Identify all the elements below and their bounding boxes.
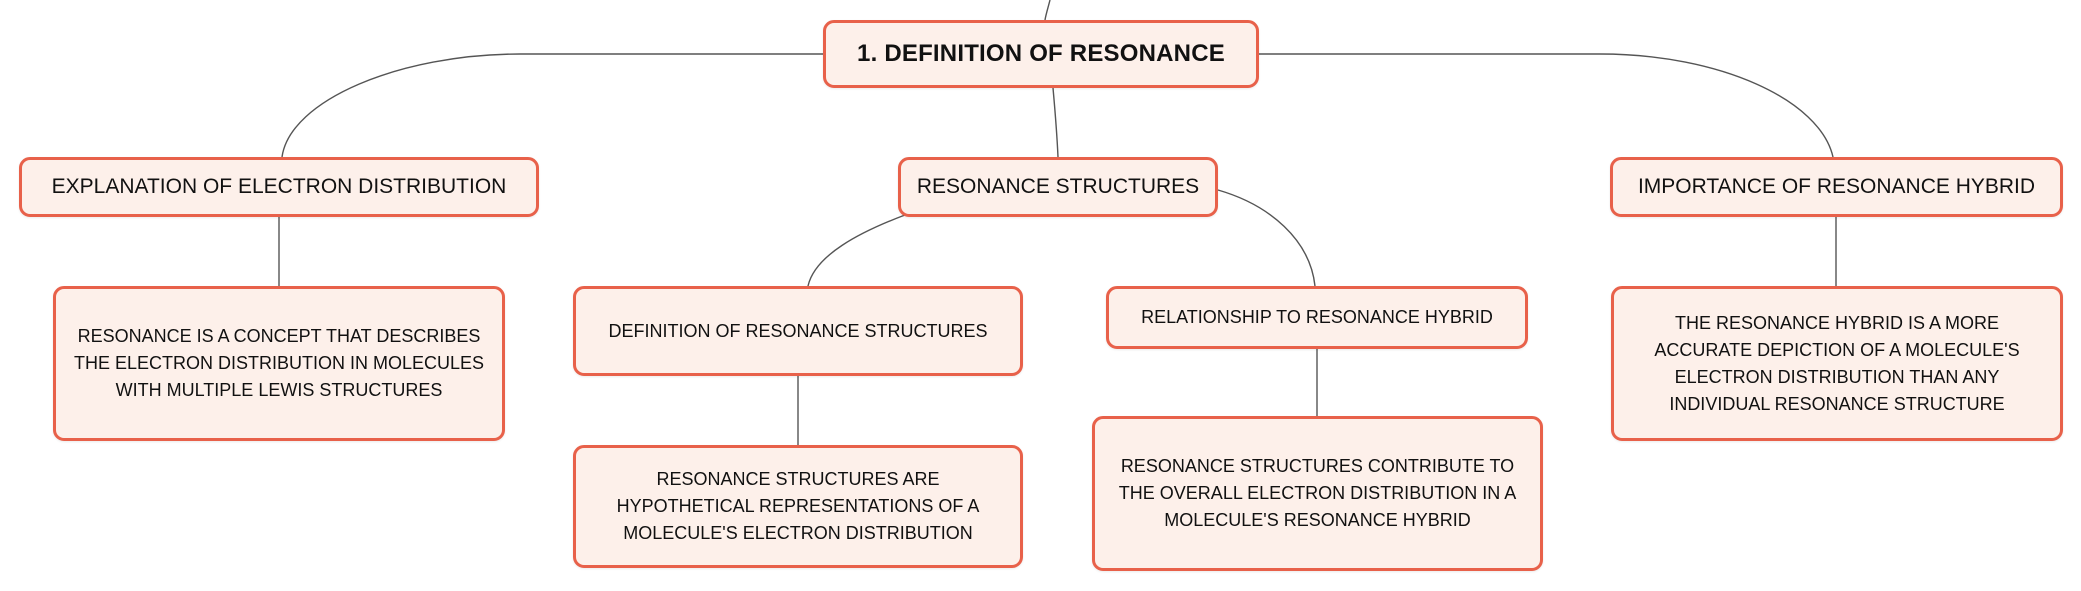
node-definition-of-resonance-structures[interactable]: DEFINITION OF RESONANCE STRUCTURES [573,286,1023,376]
node-label: RESONANCE STRUCTURES [916,175,1200,198]
node-importance-of-resonance-hybrid[interactable]: IMPORTANCE OF RESONANCE HYBRID [1610,157,2063,217]
node-explanation-text[interactable]: RESONANCE IS A CONCEPT THAT DESCRIBES TH… [53,286,505,441]
node-relationship-to-resonance-hybrid[interactable]: RELATIONSHIP TO RESONANCE HYBRID [1106,286,1528,349]
connector-root-to-importance [1259,53,1834,158]
node-label: IMPORTANCE OF RESONANCE HYBRID [1637,175,2036,198]
node-definition-structures-text[interactable]: RESONANCE STRUCTURES ARE HYPOTHETICAL RE… [573,445,1023,568]
connector-root-to-structures [1052,87,1059,158]
node-importance-text[interactable]: THE RESONANCE HYBRID IS A MORE ACCURATE … [1611,286,2063,441]
connector-root-to-explanation [281,53,823,158]
connector-structures-to-relationship [1217,189,1316,287]
node-label: DEFINITION OF RESONANCE STRUCTURES [608,320,988,341]
node-label: RESONANCE STRUCTURES ARE HYPOTHETICAL RE… [616,469,980,543]
node-label: THE RESONANCE HYBRID IS A MORE ACCURATE … [1654,312,2020,414]
node-label: RESONANCE STRUCTURES CONTRIBUTE TO THE O… [1118,456,1517,530]
root-node-label: 1. DEFINITION OF RESONANCE [857,40,1225,67]
node-explanation-of-electron-distribution[interactable]: EXPLANATION OF ELECTRON DISTRIBUTION [19,157,539,217]
connector-from-parent [1044,0,1051,21]
node-resonance-structures[interactable]: RESONANCE STRUCTURES [898,157,1218,217]
node-label: RELATIONSHIP TO RESONANCE HYBRID [1141,307,1493,327]
node-label: RESONANCE IS A CONCEPT THAT DESCRIBES TH… [73,326,485,400]
node-relationship-hybrid-text[interactable]: RESONANCE STRUCTURES CONTRIBUTE TO THE O… [1092,416,1543,571]
node-label: EXPLANATION OF ELECTRON DISTRIBUTION [51,175,507,198]
root-node-definition-of-resonance[interactable]: 1. DEFINITION OF RESONANCE [823,20,1259,88]
connector-structures-to-definition [807,214,906,287]
